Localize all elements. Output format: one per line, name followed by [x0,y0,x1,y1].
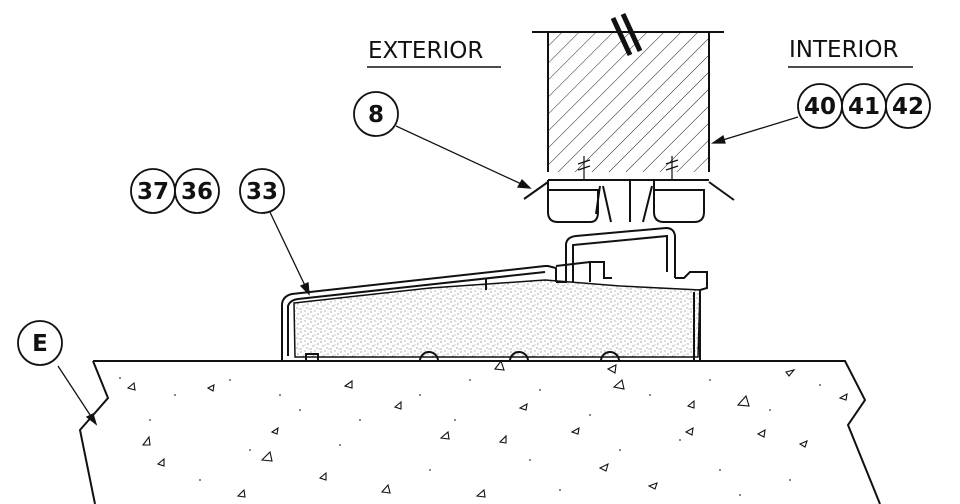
svg-text:41: 41 [848,94,880,120]
callout-8: 8 [353,91,399,137]
svg-text:E: E [32,331,48,357]
svg-text:36: 36 [181,179,213,205]
threshold-base-beads [419,351,620,362]
leader-lines [57,116,799,426]
break-symbol [610,12,643,57]
svg-text:40: 40 [804,94,836,120]
sweep-fins [577,156,679,180]
exterior-label: EXTERIOR [368,38,483,64]
concrete-slab [78,360,881,504]
svg-text:37: 37 [137,179,169,205]
callout-e: E [17,320,63,366]
concrete-aggregate [126,359,848,498]
svg-text:8: 8 [368,102,384,128]
callout-41: 41 [841,83,887,129]
callout-33: 33 [239,168,285,214]
callout-37: 37 [130,168,176,214]
threshold-profile [281,226,708,362]
svg-text:42: 42 [892,94,924,120]
door-sweep [523,179,735,223]
callout-36: 36 [174,168,220,214]
concrete-dots [119,377,821,496]
threshold-foam-infill [293,279,701,358]
svg-text:33: 33 [246,179,278,205]
callout-42: 42 [885,83,931,129]
callout-40: 40 [797,83,843,129]
interior-label: INTERIOR [789,37,898,63]
